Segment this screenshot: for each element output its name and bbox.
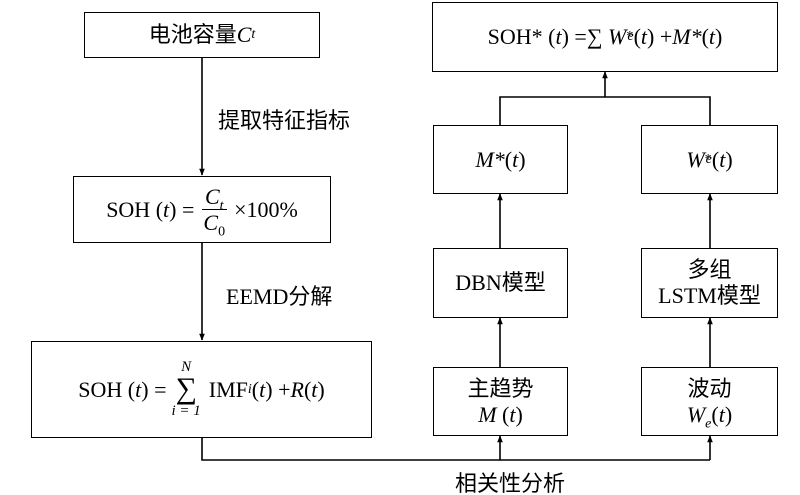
fluct-paren-close: ) — [724, 401, 733, 427]
soh-def-t: t — [163, 196, 170, 222]
result-paren-close: ) — [715, 24, 723, 50]
lstm-line2: LSTM模型 — [658, 283, 761, 308]
trend-var: M — [478, 401, 497, 427]
capacity-variable: C — [236, 22, 252, 48]
fluct-line1: 波动 — [687, 375, 732, 401]
m-pred-var: M* — [475, 146, 505, 172]
fluct-line2: We(t) — [686, 401, 733, 431]
dbn-model-label: DBN模型 — [455, 270, 546, 296]
fluct-paren-open: ( — [711, 401, 719, 427]
trend-line2: M (t) — [478, 402, 523, 428]
capacity-ratio-fraction: Ct C0 — [200, 183, 228, 239]
residual-t: t — [311, 376, 318, 402]
result-plus: ) + — [647, 24, 673, 50]
m-pred-paren-open: ( — [504, 146, 513, 172]
imf-paren-open: ( — [251, 376, 260, 402]
combined-soh-result-box: SOH* (t) =∑ W*e (t) + M* (t) — [432, 2, 778, 72]
battery-capacity-label: 电池容量 — [148, 22, 237, 48]
lstm-label-stack: 多组 LSTM模型 — [658, 257, 761, 309]
result-m-star: M* — [672, 24, 702, 50]
fluctuation-component-box: 波动 We(t) — [641, 367, 778, 436]
fluct-var: W — [686, 401, 706, 427]
result-t3: t — [708, 24, 716, 50]
soh-definition-box: SOH (t) = Ct C0 ×100% — [73, 176, 331, 243]
w-pred-var: W — [686, 146, 705, 172]
imf-paren-close-plus: ) + — [265, 376, 291, 402]
soh-def-percent: ×100% — [234, 196, 298, 222]
trend-paren-close: ) — [515, 401, 523, 427]
residual-variable: R — [290, 376, 304, 402]
eemd-decomposition-label: EEMD分解 — [226, 284, 333, 309]
extract-features-label: 提取特征指标 — [218, 108, 351, 133]
sum-lower-limit: i = 1 — [171, 402, 201, 419]
m-pred-t: t — [512, 146, 519, 172]
soh-decomp-t: t — [135, 376, 142, 402]
trend-paren-open: ( — [496, 401, 510, 427]
w-pred-paren-open: ( — [711, 146, 720, 172]
correlation-bus — [201, 438, 710, 461]
imf-t: t — [259, 376, 266, 402]
soh-def-eq: ) = — [169, 196, 195, 222]
m-pred-paren-close: ) — [518, 146, 526, 172]
result-soh-star: SOH* ( — [487, 24, 556, 50]
merge-line — [499, 96, 711, 125]
trend-prediction-box: M* (t) — [433, 125, 568, 194]
trend-component-box: 主趋势 M (t) — [433, 367, 568, 436]
result-paren-open: ( — [633, 24, 641, 50]
imf-term: IMF — [208, 376, 248, 402]
fraction-denominator: C0 — [200, 210, 228, 239]
soh-decomp-lhs: SOH ( — [78, 376, 136, 402]
denominator-variable: C — [203, 210, 219, 235]
lstm-model-box: 多组 LSTM模型 — [641, 248, 778, 318]
trend-label-stack: 主趋势 M (t) — [467, 376, 533, 428]
residual-paren-close: ) — [317, 376, 325, 402]
w-pred-t: t — [719, 146, 726, 172]
sum-upper-limit: N — [181, 359, 192, 376]
trend-t: t — [509, 401, 516, 427]
fluct-label-stack: 波动 We(t) — [686, 375, 733, 431]
dbn-model-box: DBN模型 — [433, 248, 568, 318]
trend-line1: 主趋势 — [467, 375, 534, 401]
lstm-line1: 多组 — [687, 257, 732, 283]
result-t: t — [555, 24, 562, 50]
residual-paren-open: ( — [303, 376, 312, 402]
result-w: W — [608, 24, 627, 50]
result-eq-sum: ) =∑ — [561, 24, 603, 50]
result-t2: t — [640, 24, 648, 50]
sum-symbol: ∑ — [175, 372, 197, 406]
denominator-subscript: 0 — [218, 224, 226, 240]
fluct-t: t — [718, 401, 725, 427]
soh-def-lhs: SOH ( — [106, 196, 164, 222]
fraction-numerator: Ct — [201, 183, 227, 214]
soh-decomp-eq: ) = — [141, 376, 167, 402]
fluctuation-prediction-box: W*e (t) — [641, 125, 778, 194]
result-paren-open-2: ( — [701, 24, 709, 50]
correlation-analysis-label: 相关性分析 — [455, 471, 566, 495]
numerator-subscript: t — [219, 198, 224, 214]
fluct-subscript: e — [705, 415, 712, 431]
summation: N ∑ i = 1 — [171, 360, 200, 419]
w-pred-paren-close: ) — [725, 146, 733, 172]
numerator-variable: C — [204, 183, 220, 209]
